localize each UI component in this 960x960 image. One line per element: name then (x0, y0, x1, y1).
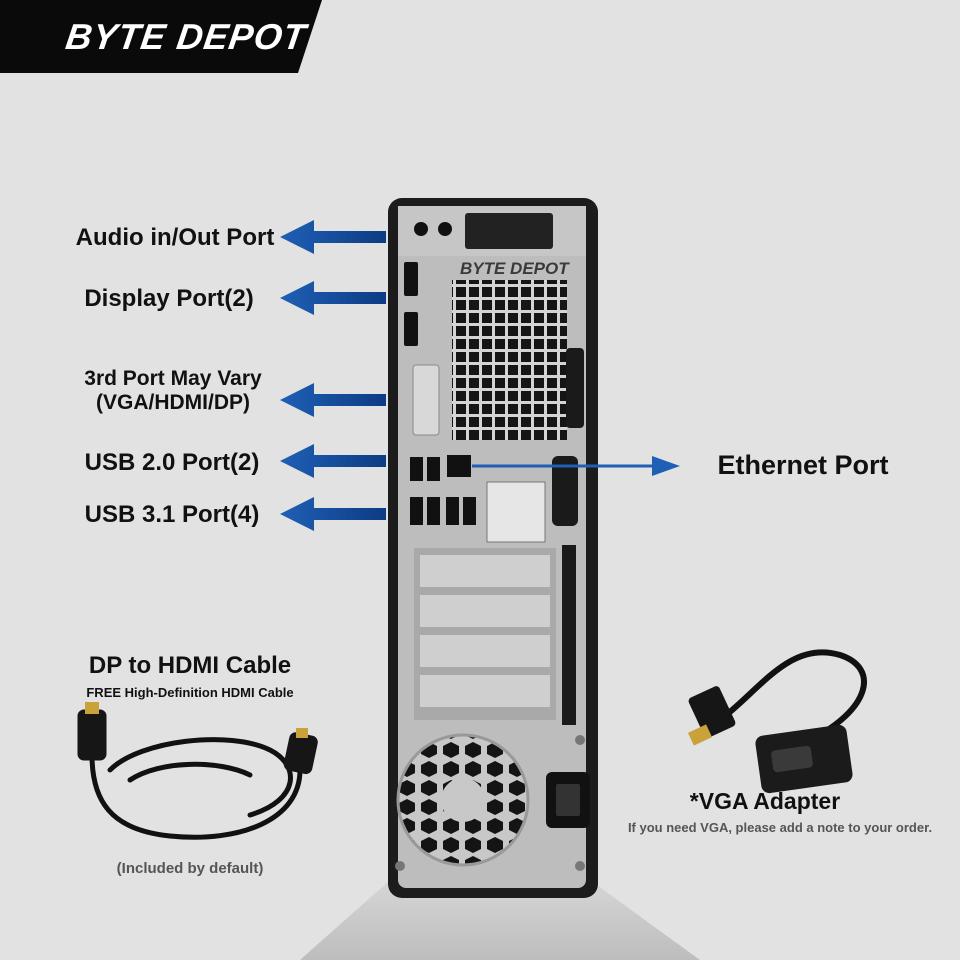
arrow-display (280, 281, 386, 315)
lock-slot (566, 348, 584, 428)
handle (552, 456, 578, 526)
cable-title: DP to HDMI Cable (88, 652, 292, 679)
label-display-port: Display Port(2) (84, 285, 254, 312)
case-logo: BYTE DEPOT (460, 259, 569, 278)
arrow-usb3 (280, 497, 386, 531)
audio-jack-1 (414, 222, 428, 236)
usb3-port-4 (463, 497, 476, 525)
usb2-port-1 (410, 457, 423, 481)
label-third-port-line1: 3rd Port May Vary (84, 367, 262, 390)
label-ethernet-port: Ethernet Port (717, 450, 889, 480)
ethernet-jack (447, 455, 471, 477)
display-port-1 (404, 262, 418, 296)
label-usb3-port: USB 3.1 Port(4) (84, 501, 260, 528)
audio-jack-2 (438, 222, 452, 236)
top-latch (465, 213, 553, 249)
rear-vent (452, 280, 567, 440)
optional-port-cover (412, 364, 440, 436)
display-port-2 (404, 312, 418, 346)
label-third-port-line2: (VGA/HDMI/DP) (96, 391, 250, 414)
brand-logo: BYTE DEPOT (63, 16, 309, 57)
usb2-port-2 (427, 457, 440, 481)
label-audio-port: Audio in/Out Port (75, 224, 275, 251)
usb3-port-2 (427, 497, 440, 525)
adapter-title: *VGA Adapter (689, 788, 841, 814)
arrow-usb2 (280, 444, 386, 478)
label-usb2-port: USB 2.0 Port(2) (84, 449, 260, 476)
arrow-audio (280, 220, 386, 254)
port-arrows (280, 220, 386, 531)
knockout-panel (486, 481, 546, 543)
usb3-port-1 (410, 497, 423, 525)
arrow-ethernet (472, 456, 680, 476)
vga-adapter-illustration (687, 649, 867, 794)
adapter-note: If you need VGA, please add a note to yo… (627, 820, 933, 835)
arrow-third (280, 383, 386, 417)
usb3-port-3 (446, 497, 459, 525)
label-third-port: 3rd Port May Vary (VGA/HDMI/DP) (58, 367, 288, 415)
cable-note: (Included by default) (116, 860, 264, 877)
pc-case (388, 198, 598, 898)
floor-shadow (300, 880, 700, 960)
brand-banner (0, 0, 322, 73)
cable-subtitle: FREE High-Definition HDMI Cable (86, 685, 294, 700)
hdmi-cable-illustration (77, 702, 318, 840)
